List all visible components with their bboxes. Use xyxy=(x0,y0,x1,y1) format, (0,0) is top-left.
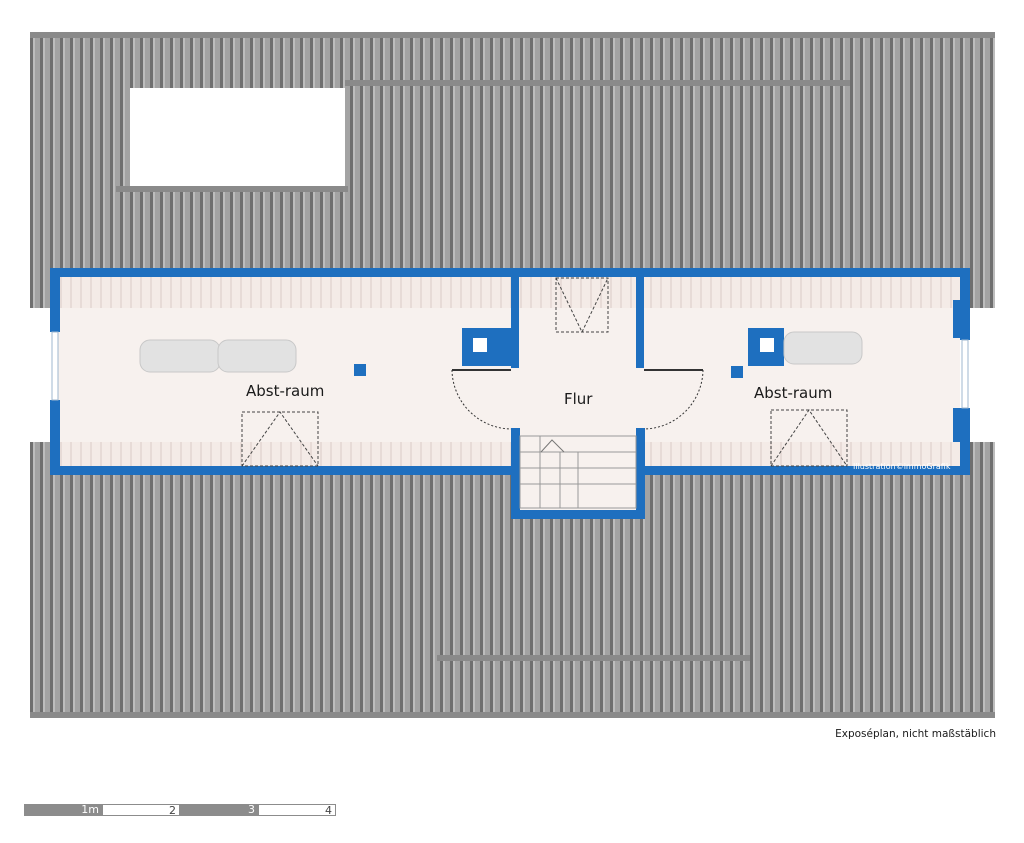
staircase xyxy=(519,435,637,509)
stair-floor xyxy=(518,432,640,512)
scale-segment-3: 3 xyxy=(180,803,258,816)
chimney-left-flue xyxy=(473,338,487,352)
floor-slope-top xyxy=(58,276,960,308)
roof-opening xyxy=(130,88,345,188)
storage-tank-right xyxy=(783,331,863,365)
hatch-right xyxy=(770,409,848,467)
roof-opening-sill xyxy=(116,186,348,192)
hatch-left xyxy=(241,411,319,467)
roof-ridge-bottom xyxy=(30,712,995,718)
hatch-center xyxy=(555,277,609,334)
roof-ridge-top xyxy=(30,32,995,38)
room-label-hallway: Flur xyxy=(564,390,593,408)
post-left xyxy=(354,364,366,376)
post-right xyxy=(731,366,743,378)
scale-segment-2: 2 xyxy=(102,804,180,817)
scale-segment-1: 1m xyxy=(24,803,102,816)
scale-label-4: 4 xyxy=(325,804,332,817)
scale-label-2: 2 xyxy=(169,804,176,817)
floor-slope-bottom xyxy=(58,442,960,468)
room-label-storage-left: Abst-raum xyxy=(246,382,325,400)
illustration-credit: Illustration©immoGrafik xyxy=(853,462,951,471)
storage-tank-left-1 xyxy=(139,339,221,373)
door-left xyxy=(451,369,512,430)
room-label-storage-right: Abst-raum xyxy=(754,384,833,402)
door-right xyxy=(643,369,704,430)
window-left xyxy=(51,331,59,401)
chimney-left xyxy=(462,328,514,366)
scale-bar: 1m 2 3 4 xyxy=(24,803,336,818)
scale-label-1: 1m xyxy=(81,803,99,816)
storage-tank-left-2 xyxy=(217,339,297,373)
exterior-walls xyxy=(50,268,970,519)
chimney-right-flue xyxy=(760,338,774,352)
dormer-edge-bottom xyxy=(437,655,750,661)
plan-caption: Exposéplan, nicht maßstäblich xyxy=(835,728,996,740)
scale-label-3: 3 xyxy=(248,803,255,816)
scale-segment-4: 4 xyxy=(258,804,336,817)
dormer-edge-top xyxy=(345,80,850,86)
window-right xyxy=(961,339,969,409)
